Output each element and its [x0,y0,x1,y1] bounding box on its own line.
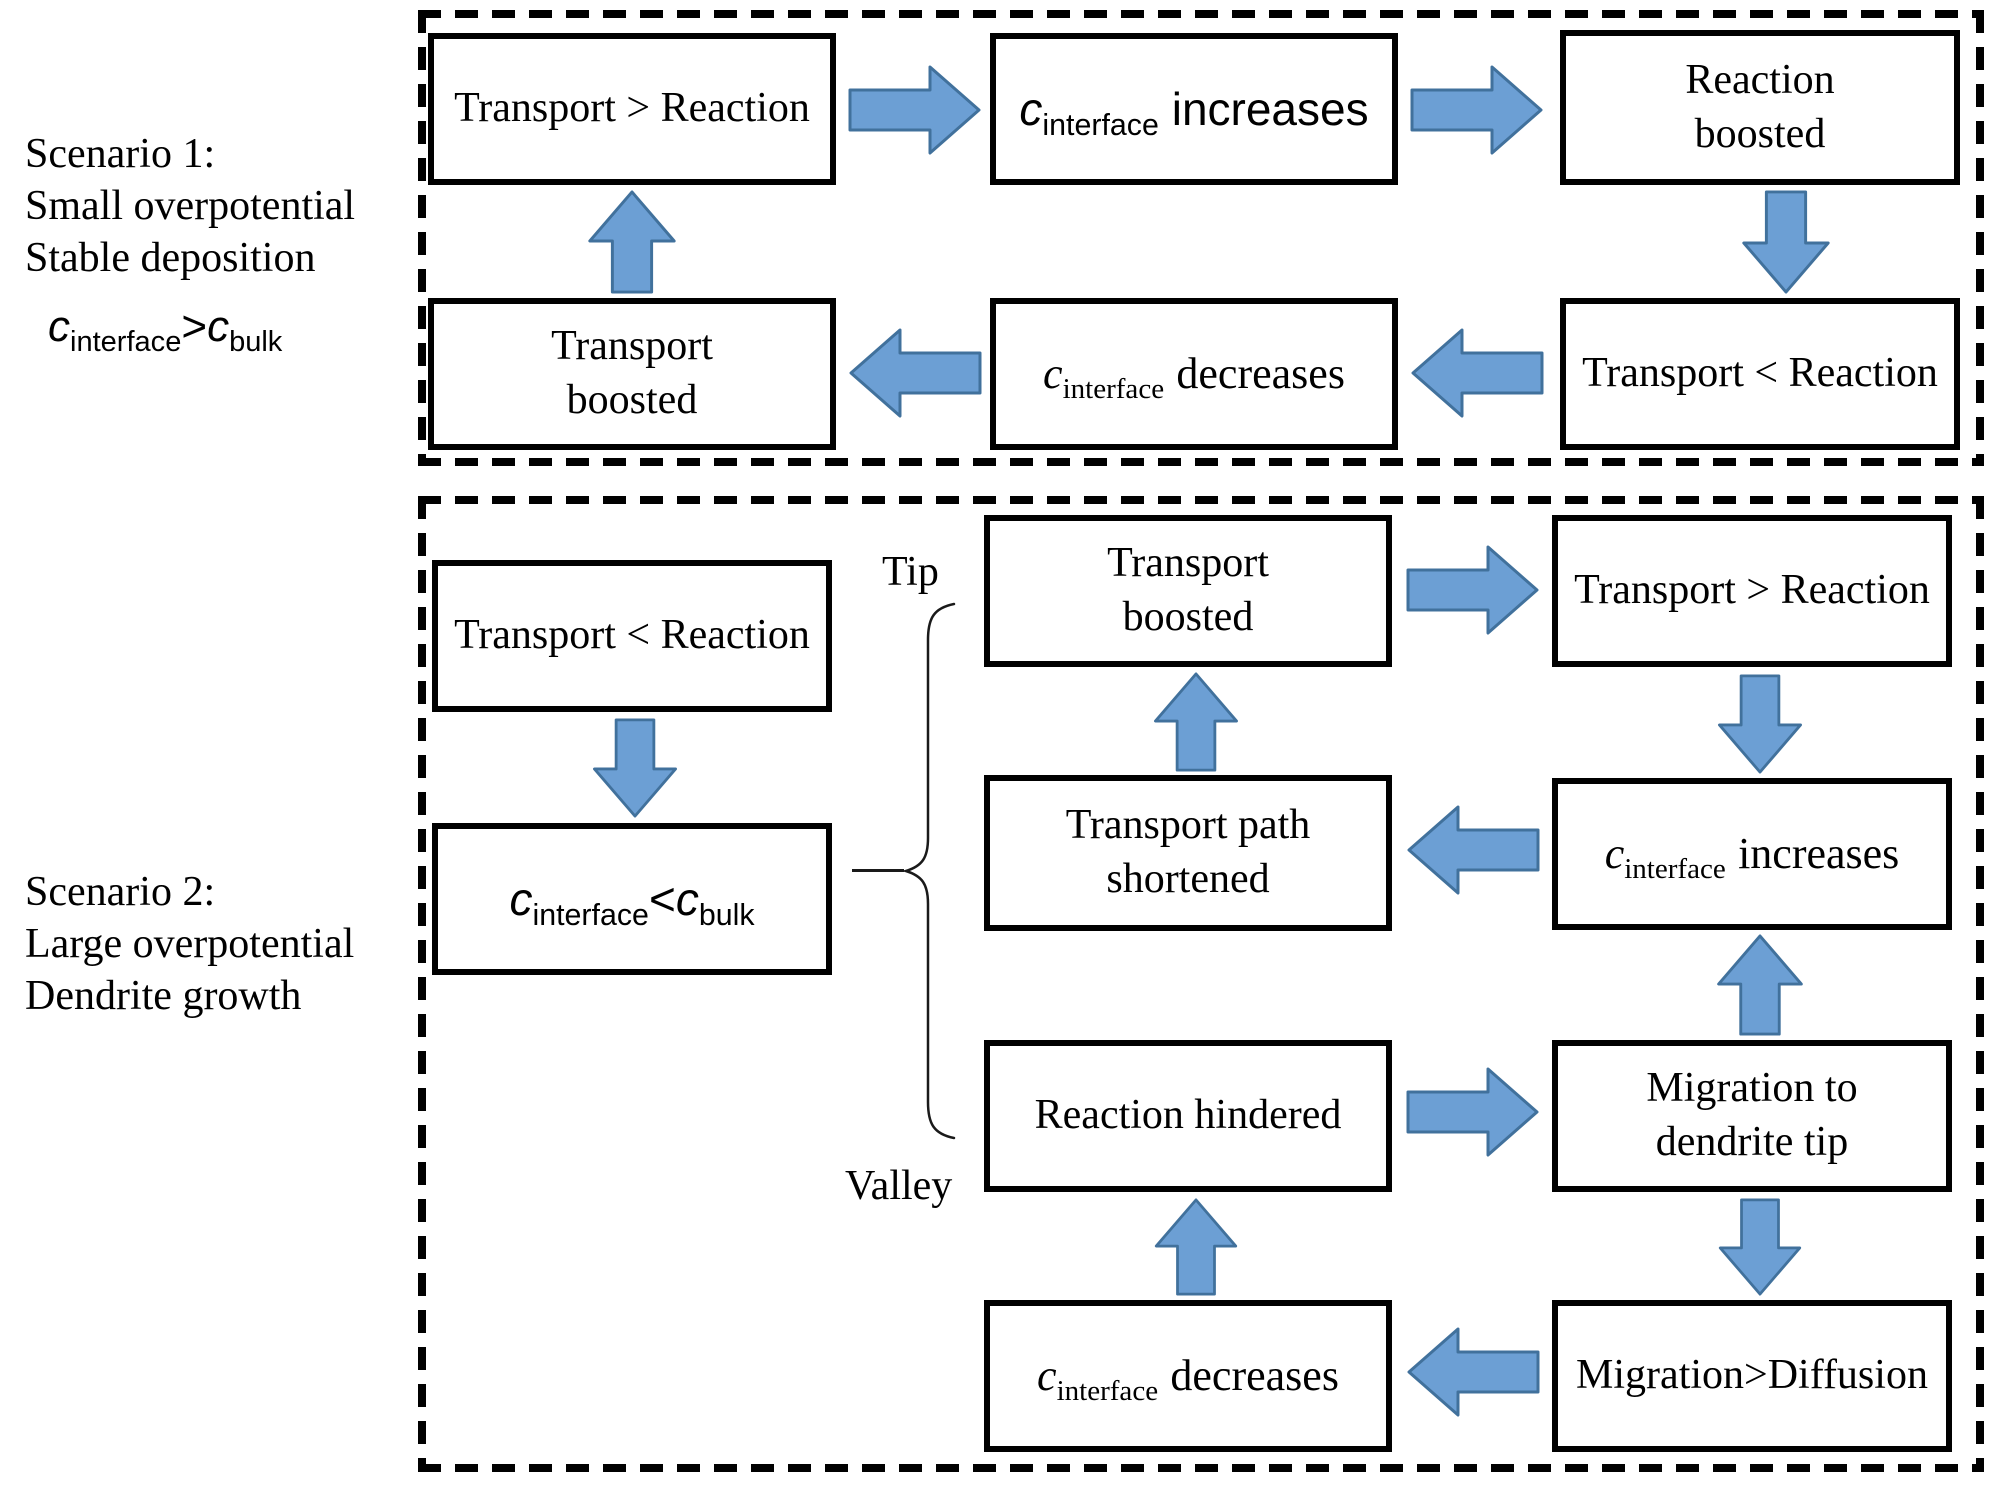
formula-sub: interface [1624,852,1726,885]
frame-edge [418,496,426,1472]
box-text: Transport path [1065,802,1311,849]
formula-c1: c [509,872,533,925]
scenario1-label-line2: Small overpotential [25,183,356,229]
scenario2-label: Scenario 2: Large overpotential Dendrite… [25,866,354,1022]
box-formula: cinterface<cbulk [509,870,755,932]
arrow-down-icon [1718,674,1802,774]
box-text: shortened [1106,856,1270,902]
box-text: Transport > Reaction [454,85,810,132]
formula-c2: c [207,302,230,351]
frame-edge [1976,496,1984,1472]
frame-edge [418,1464,1984,1472]
arrow-left-icon [1407,1327,1540,1417]
scenario1-condition-formula: cinterface>cbulk [48,302,282,356]
arrow-left-icon [849,328,982,418]
formula-word: increases [1171,82,1369,135]
s1-box-c-interface-increases: cinterface increases [990,33,1398,185]
formula-word: increases [1738,828,1900,878]
scenario1-label: Scenario 1: Small overpotential Stable d… [25,128,355,284]
box-text: boosted [1122,594,1254,640]
scenario2-label-line1: Scenario 2: [25,869,216,915]
formula-sub: interface [1042,108,1159,142]
arrow-left-icon [1411,328,1544,418]
frame-edge [418,10,1984,18]
formula-sub1: interface [70,325,182,358]
box-formula: cinterface increases [1019,80,1369,142]
scenario2-label-line3: Dendrite growth [25,973,302,1019]
box-text: Transport < Reaction [1582,350,1938,397]
box-formula: cinterface decreases [1043,346,1345,405]
arrow-down-icon [1718,1198,1802,1296]
arrow-up-icon [588,190,676,294]
valley-label: Valley [845,1163,953,1209]
formula-op: > [181,302,208,351]
formula-c2: c [675,872,699,925]
formula-word: decreases [1176,348,1345,398]
s2-box-transport-lt-reaction: Transport < Reaction [432,560,832,712]
s2-box-tip-transport-gt-reaction: Transport > Reaction [1552,515,1952,667]
formula-op: < [648,872,676,925]
s2-box-valley-migration-gt-diffusion: Migration>Diffusion [1552,1300,1952,1452]
s1-box-transport-lt-reaction: Transport < Reaction [1560,298,1960,450]
s2-box-tip-transport-boosted: Transport boosted [984,515,1392,667]
box-text: Transport < Reaction [454,612,810,659]
formula-c: c [1019,82,1043,135]
box-text: Transport [551,323,713,370]
formula-sub1: interface [532,898,649,932]
formula-word: decreases [1170,1350,1339,1400]
box-text: Reaction hindered [1034,1092,1342,1139]
formula-sub: interface [1062,372,1165,405]
frame-edge [418,458,1984,466]
s2-box-tip-transport-path-shortened: Transport path shortened [984,775,1392,931]
tip-label: Tip [882,549,939,595]
brace-connector-line [852,869,904,872]
box-text: Migration to [1646,1065,1858,1112]
arrow-up-icon [1154,672,1238,772]
box-text: boosted [566,377,698,423]
box-text: Reaction [1685,56,1835,103]
box-text: boosted [1694,110,1826,157]
scenario1-frame [418,10,1984,466]
scenario1-label-line1: Scenario 1: [25,131,216,177]
arrow-down-icon [593,718,677,818]
s2-box-c-interface-lt-c-bulk: cinterface<cbulk [432,823,832,975]
formula-c: c [1604,828,1625,878]
frame-edge [1976,10,1984,466]
formula-c: c [1037,1350,1057,1400]
formula-c: c [1043,348,1063,398]
frame-edge [418,10,426,466]
arrow-left-icon [1407,805,1540,895]
s2-box-valley-c-interface-decreases: cinterface decreases [984,1300,1392,1452]
box-formula: cinterface increases [1604,826,1900,885]
box-formula: cinterface decreases [1037,1348,1339,1407]
scenario1-label-line3: Stable deposition [25,235,316,281]
box-text: Migration>Diffusion [1576,1352,1928,1399]
s2-box-valley-migration-to-dendrite-tip: Migration to dendrite tip [1552,1040,1952,1192]
box-text: Transport > Reaction [1574,567,1930,614]
scenario2-label-line2: Large overpotential [25,921,355,967]
arrow-right-icon [1406,545,1539,635]
arrow-down-icon [1742,190,1830,294]
tip-valley-brace [901,602,956,1140]
arrow-up-icon [1154,1198,1238,1296]
s1-box-reaction-boosted: Reaction boosted [1560,30,1960,185]
arrow-up-icon [1717,934,1803,1036]
box-text: Transport [1107,540,1269,587]
s2-box-valley-reaction-hindered: Reaction hindered [984,1040,1392,1192]
arrow-right-icon [1410,65,1543,155]
formula-sub2: bulk [698,898,755,932]
s1-box-transport-boosted: Transport boosted [428,298,836,450]
arrow-right-icon [848,65,981,155]
s2-box-tip-c-interface-increases: cinterface increases [1552,778,1952,930]
formula-sub: interface [1056,1374,1159,1407]
formula-c1: c [48,302,70,351]
formula-sub2: bulk [229,325,283,358]
arrow-right-icon [1406,1067,1539,1157]
scenario2-frame [418,496,1984,1472]
s1-box-c-interface-decreases: cinterface decreases [990,298,1398,450]
frame-edge [418,496,1984,504]
s1-box-transport-gt-reaction: Transport > Reaction [428,33,836,185]
box-text: dendrite tip [1655,1119,1849,1165]
